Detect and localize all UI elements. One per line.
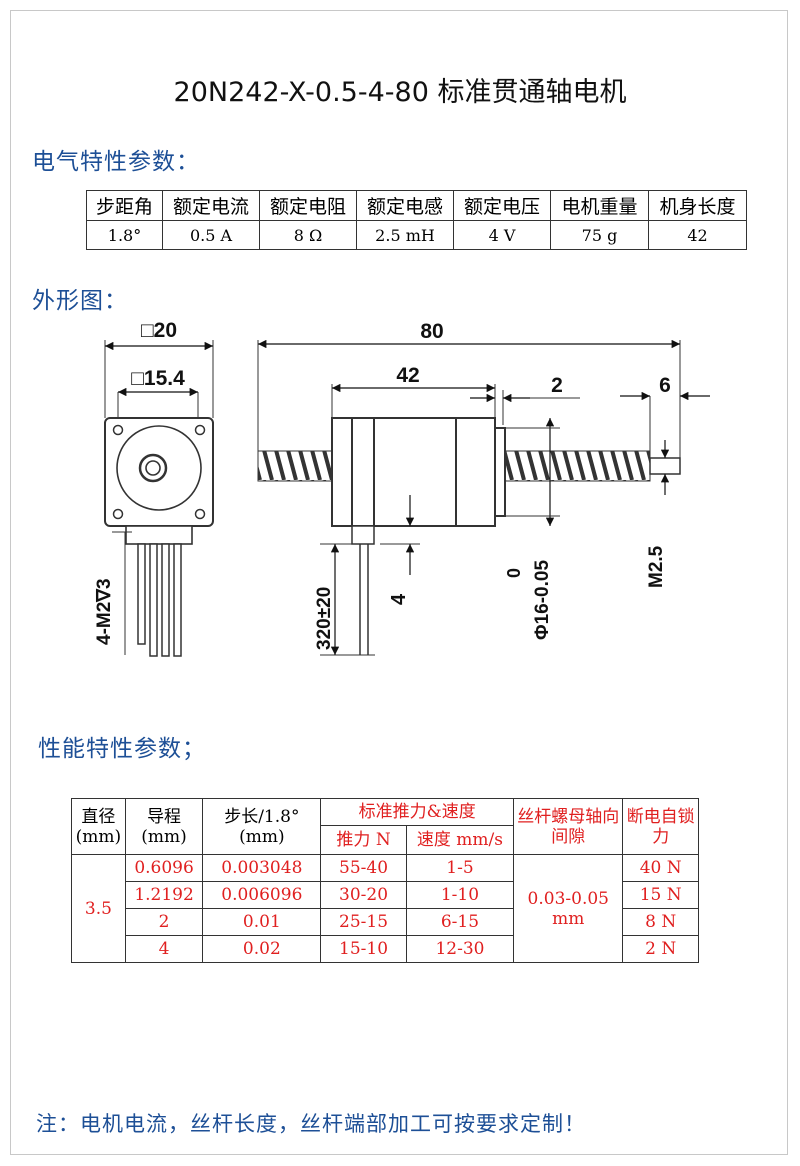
- dim-lead-length: 320±20: [314, 587, 335, 650]
- perf-lock: 2 N: [622, 935, 699, 963]
- electrical-value-row: 1.8° 0.5 A 8 Ω 2.5 mH 4 V 75 g 42: [86, 220, 747, 250]
- perf-speed: 1-5: [405, 854, 515, 882]
- lead-screw-rear: [257, 450, 334, 482]
- perf-lock: 15 N: [622, 881, 699, 909]
- header-motor-weight: 电机重量: [550, 190, 649, 221]
- electrical-header-row: 步距角 额定电流 额定电阻 额定电感 额定电压 电机重量 机身长度: [86, 190, 747, 221]
- perf-header-lead-unit: (mm): [141, 826, 187, 847]
- perf-step: 0.006096: [202, 881, 322, 909]
- perf-lead: 0.6096: [124, 854, 204, 882]
- dim-holes: 4-M2∇3: [94, 578, 115, 645]
- perf-speed: 6-15: [405, 908, 515, 936]
- perf-header-diameter-label: 直径: [81, 806, 116, 827]
- perf-step: 0.01: [202, 908, 322, 936]
- dim-length-80: 80: [420, 320, 443, 343]
- perf-speed: 1-10: [405, 881, 515, 909]
- perf-backlash: 0.03-0.05 mm: [513, 854, 624, 963]
- perf-header-lead-label: 导程: [147, 806, 182, 827]
- perf-header-step-label: 步长/1.8°: [224, 806, 300, 827]
- perf-header-standard: 标准推力&速度: [320, 798, 515, 826]
- perf-header-lead: 导程 (mm): [124, 798, 204, 855]
- perf-header-diameter: 直径 (mm): [71, 798, 126, 855]
- perf-speed: 12-30: [405, 935, 515, 963]
- mount-hole: [194, 424, 206, 436]
- value-rated-current: 0.5 A: [162, 220, 260, 250]
- perf-lead: 4: [124, 935, 204, 963]
- perf-diameter: 3.5: [71, 854, 126, 963]
- perf-header-backlash: 丝杆螺母轴向间隙: [513, 798, 624, 855]
- perf-header-row-1: 直径 (mm) 导程 (mm) 步长/1.8° (mm) 标准推力&速度 丝杆螺…: [71, 798, 699, 855]
- mount-hole: [112, 508, 124, 520]
- mount-hole: [112, 424, 124, 436]
- side-body: [373, 417, 457, 527]
- performance-table: 直径 (mm) 导程 (mm) 步长/1.8° (mm) 标准推力&速度 丝杆螺…: [71, 798, 699, 963]
- value-body-length: 42: [648, 220, 747, 250]
- perf-header-diameter-unit: (mm): [75, 826, 122, 847]
- value-rated-voltage: 4 V: [453, 220, 551, 250]
- dim-end-6: 6: [659, 374, 671, 397]
- header-rated-resistance: 额定电阻: [259, 190, 357, 221]
- table-row: 3.5 0.6096 0.003048 55-40 1-5 0.03-0.05 …: [71, 854, 699, 963]
- electrical-heading: 电气特性参数：: [32, 149, 200, 175]
- header-step-angle: 步距角: [86, 190, 163, 221]
- value-rated-inductance: 2.5 mH: [356, 220, 454, 250]
- mount-hole: [194, 508, 206, 520]
- dim-square-20: □20: [141, 319, 177, 342]
- boss: [494, 427, 506, 517]
- perf-step: 0.003048: [202, 854, 322, 882]
- table-row: 2 0.01 25-15 6-15 8 N: [72, 908, 699, 936]
- screw-end: [649, 457, 681, 475]
- perf-header-selflock: 断电自锁力: [622, 798, 699, 855]
- perf-header-thrust: 推力 N: [320, 825, 407, 855]
- value-rated-resistance: 8 Ω: [259, 220, 357, 250]
- perf-thrust: 15-10: [320, 935, 407, 963]
- dim-4: 4: [388, 593, 410, 605]
- header-rated-current: 额定电流: [162, 190, 260, 221]
- table-row: 4 0.02 15-10 12-30 2 N: [72, 935, 699, 963]
- dim-boss-diameter: Φ16-0.05: [532, 560, 553, 640]
- footnote: 注：电机电流，丝杆长度，丝杆端部加工可按要求定制！: [36, 1112, 586, 1136]
- side-view: 80 42 2 6 4: [257, 320, 710, 656]
- perf-lock: 8 N: [622, 908, 699, 936]
- electrical-table: 步距角 额定电流 额定电阻 额定电感 额定电压 电机重量 机身长度 1.8° 0…: [86, 190, 747, 250]
- page-border: [10, 10, 788, 1155]
- perf-lead: 2: [124, 908, 204, 936]
- perf-thrust: 30-20: [320, 881, 407, 909]
- perf-header-step: 步长/1.8° (mm): [202, 798, 322, 855]
- perf-backlash-value: 0.03-0.05: [527, 888, 609, 909]
- perf-thrust: 25-15: [320, 908, 407, 936]
- front-view: □20 □15.4 4-M2∇3: [94, 319, 214, 657]
- dim-square-15-4: □15.4: [131, 367, 185, 390]
- performance-heading: 性能特性参数；: [38, 736, 206, 762]
- perf-step: 0.02: [202, 935, 322, 963]
- perf-header-row-2: 推力 N 速度 mm/s: [72, 825, 699, 855]
- header-rated-inductance: 额定电感: [356, 190, 454, 221]
- dim-boss-tolerance: 0: [504, 568, 524, 578]
- outline-heading: 外形图：: [32, 288, 128, 314]
- table-row: 1.2192 0.006096 30-20 1-10 15 N: [72, 881, 699, 909]
- dim-thread: M2.5: [646, 545, 667, 588]
- page-title: 20N242-X-0.5-4-80 标准贯通轴电机: [173, 77, 627, 108]
- perf-backlash-unit: mm: [552, 908, 585, 929]
- outline-drawing: □20 □15.4 4-M2∇3 80: [94, 319, 710, 657]
- perf-thrust: 55-40: [320, 854, 407, 882]
- perf-header-speed: 速度 mm/s: [405, 825, 515, 855]
- perf-lock: 40 N: [622, 854, 699, 882]
- dim-gap-2: 2: [551, 374, 563, 397]
- lead-wires: [137, 543, 182, 657]
- dim-length-42: 42: [396, 364, 419, 387]
- perf-lead: 1.2192: [124, 881, 204, 909]
- header-rated-voltage: 额定电压: [453, 190, 551, 221]
- value-step-angle: 1.8°: [86, 220, 163, 250]
- lead-screw-front: [504, 450, 651, 482]
- header-body-length: 机身长度: [648, 190, 747, 221]
- perf-header-step-unit: (mm): [239, 826, 285, 847]
- value-motor-weight: 75 g: [550, 220, 649, 250]
